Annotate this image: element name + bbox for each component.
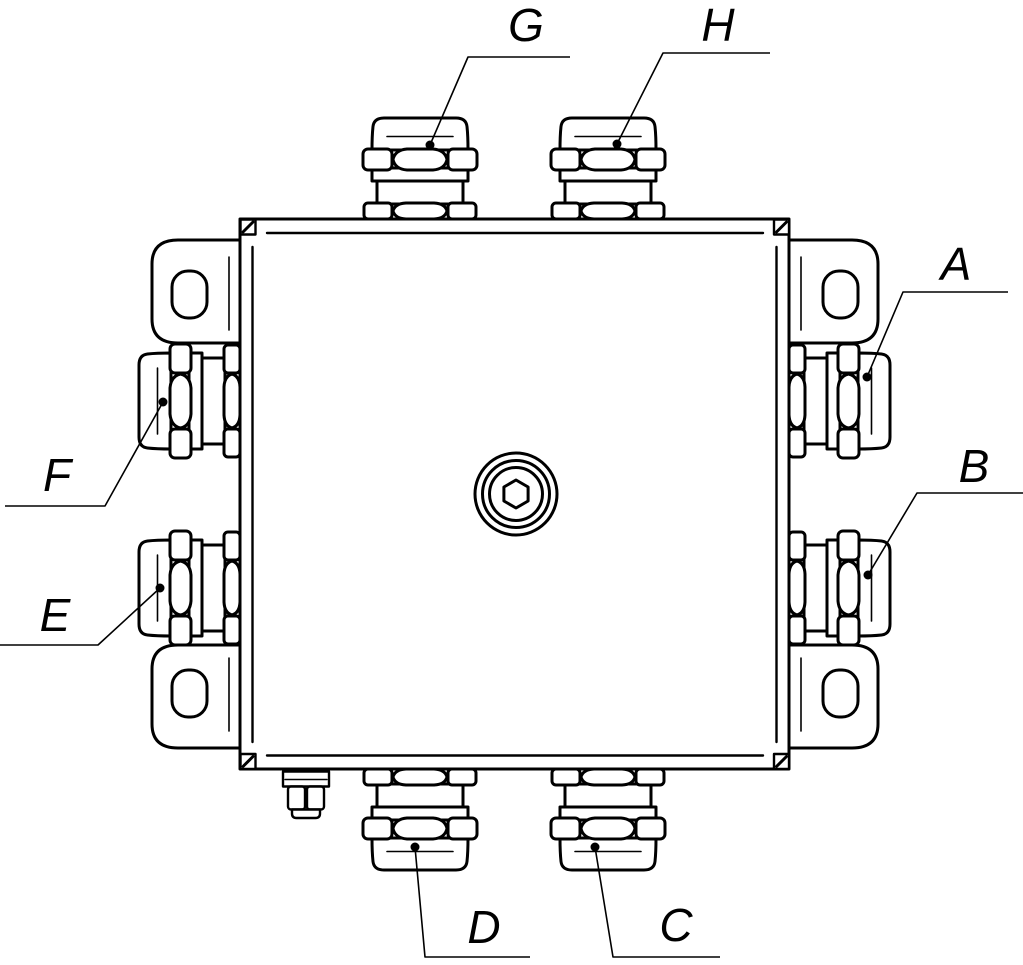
callout-label-h: H: [701, 0, 735, 51]
leader-line-d: [410, 842, 530, 958]
leader-line-f: [5, 397, 168, 507]
leader-line-a: [862, 291, 1008, 382]
cable-gland-b: [787, 529, 892, 647]
cover-screw-bottom-left: [239, 752, 257, 771]
cable-gland-f: [137, 342, 242, 460]
mounting-lug-top-right: [786, 238, 880, 345]
cover-screw-top-left: [239, 218, 257, 236]
mounting-lug-top-left: [150, 238, 244, 345]
cable-gland-c: [549, 767, 667, 872]
cable-gland-h: [549, 116, 667, 221]
callout-label-d: D: [467, 901, 500, 953]
hex-socket-icon: [502, 478, 530, 510]
cover-screw-bottom-right: [772, 752, 791, 771]
center-bolt-icon: [473, 451, 559, 537]
enclosure-body: [238, 217, 791, 771]
cable-gland-e: [137, 529, 242, 647]
callout-label-g: G: [508, 0, 544, 51]
mounting-lug-bottom-left: [150, 643, 244, 750]
leader-line-h: [612, 52, 770, 149]
cable-gland-a: [787, 342, 892, 460]
enclosure-lid-line: [251, 231, 778, 757]
cable-gland-d: [361, 767, 479, 872]
callout-label-f: F: [43, 449, 74, 501]
leader-line-g: [425, 56, 570, 150]
callout-label-b: B: [959, 440, 990, 492]
cover-screw-top-right: [772, 218, 791, 236]
vent-plug-icon: [281, 770, 331, 820]
callout-label-a: A: [938, 238, 972, 290]
mounting-lug-bottom-right: [786, 643, 880, 750]
leader-line-b: [863, 492, 1023, 580]
callout-label-c: C: [659, 899, 693, 951]
callout-label-e: E: [40, 589, 72, 641]
leader-line-c: [590, 842, 720, 958]
leader-line-e: [0, 583, 165, 646]
cable-gland-g: [361, 116, 479, 221]
